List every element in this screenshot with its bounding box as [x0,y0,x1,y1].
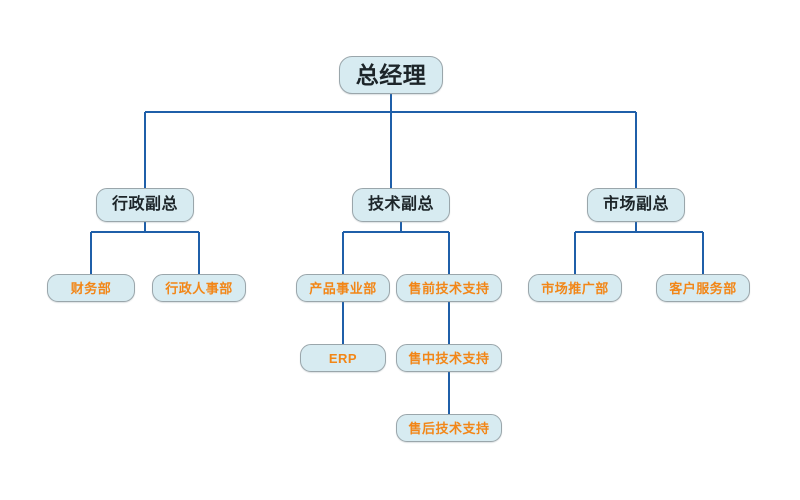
node-label: ERP [328,350,358,366]
node-market-promotion-department[interactable]: 市场推广部 [528,274,622,302]
node-general-manager[interactable]: 总经理 [339,56,443,94]
node-erp[interactable]: ERP [300,344,386,372]
node-vp-administration[interactable]: 行政副总 [96,188,194,222]
node-aftersales-support[interactable]: 售后技术支持 [396,414,502,442]
node-label: 市场推广部 [541,280,609,296]
node-label: 产品事业部 [309,280,377,296]
node-customer-service-department[interactable]: 客户服务部 [656,274,750,302]
node-label: 行政副总 [111,196,178,213]
node-presales-support[interactable]: 售前技术支持 [396,274,502,302]
node-admin-hr-department[interactable]: 行政人事部 [152,274,246,302]
node-label: 总经理 [355,61,427,88]
node-label: 财务部 [70,280,112,296]
node-label: 市场副总 [602,196,669,213]
node-label: 售中技术支持 [408,350,490,366]
node-label: 客户服务部 [669,280,737,296]
node-midsales-support[interactable]: 售中技术支持 [396,344,502,372]
node-product-division[interactable]: 产品事业部 [296,274,390,302]
node-label: 售前技术支持 [408,280,490,296]
node-label: 技术副总 [367,196,434,213]
node-vp-marketing[interactable]: 市场副总 [587,188,685,222]
node-label: 售后技术支持 [408,420,490,436]
node-finance-department[interactable]: 财务部 [47,274,135,302]
node-label: 行政人事部 [165,280,233,296]
node-vp-technology[interactable]: 技术副总 [352,188,450,222]
